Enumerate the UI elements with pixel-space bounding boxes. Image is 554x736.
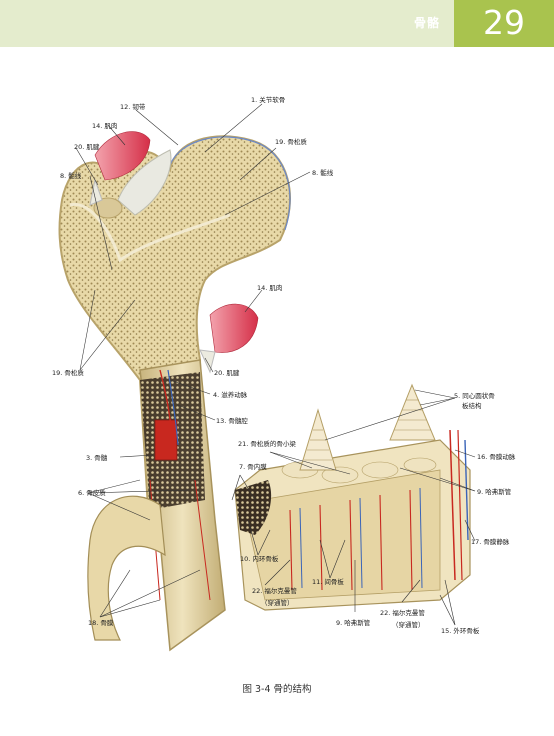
label-articular-cartilage: 1. 关节软骨 — [251, 96, 286, 104]
label-tendon-lower: 20. 肌腱 — [214, 369, 240, 377]
label-outer-circumferential-lamellae: 15. 外环骨板 — [441, 627, 480, 635]
bone-shaft — [139, 359, 226, 652]
label-volkmann-canal-right-1: 22. 福尔克曼管 — [380, 609, 425, 617]
label-volkmann-canal-left-2: （穿通管） — [261, 599, 294, 607]
periosteum-flap — [87, 495, 166, 641]
label-periosteal-artery: 16. 骨膜动脉 — [477, 453, 516, 461]
label-cortical-bone: 6. 骨皮质 — [78, 489, 106, 497]
label-haversian-canal-bottom: 9. 哈弗斯管 — [336, 619, 371, 627]
label-periosteum: 18. 骨膜 — [88, 619, 114, 627]
label-volkmann-canal-left-1: 22. 福尔克曼管 — [252, 587, 297, 595]
label-medullary-cavity: 13. 骨髓腔 — [216, 417, 248, 425]
label-epiphyseal-line-left: 8. 骺线 — [60, 172, 82, 180]
page-number-box: 29 — [454, 0, 554, 47]
label-tendon-upper: 20. 肌腱 — [74, 143, 100, 151]
figure-caption: 图 3-4 骨的结构 — [242, 684, 312, 695]
label-spongy-bone-lower: 19. 骨松质 — [52, 369, 84, 377]
label-volkmann-canal-right-2: （穿通管） — [392, 621, 425, 629]
label-trabeculae: 21. 骨松质的骨小梁 — [238, 440, 296, 448]
label-nutrient-artery: 4. 滋养动脉 — [213, 391, 248, 399]
label-muscle-lower: 14. 肌肉 — [257, 284, 283, 292]
ligament — [93, 149, 172, 219]
label-muscle-upper: 14. 肌肉 — [92, 122, 118, 130]
label-concentric-lamellae-1: 5. 同心圆状骨 — [454, 392, 495, 400]
muscle-lower — [199, 303, 259, 374]
muscle-upper — [89, 131, 151, 206]
label-concentric-lamellae-2: 板结构 — [462, 402, 482, 410]
label-ligament: 12. 韧带 — [120, 103, 146, 111]
label-endosteum: 7. 骨内膜 — [239, 463, 267, 471]
osteon-cone-right — [389, 383, 436, 441]
section-title: 骨骼 — [414, 16, 441, 30]
label-haversian-canal-right: 9. 哈弗斯管 — [477, 488, 512, 496]
osteon-cone-left — [299, 408, 337, 471]
label-inner-circumferential-lamellae: 10. 内环骨板 — [240, 555, 279, 563]
leader-lines — [75, 103, 476, 626]
label-interstitial-lamellae: 11. 间骨板 — [312, 578, 344, 586]
label-epiphyseal-line-right: 8. 骺线 — [312, 169, 334, 177]
page-number: 29 — [483, 3, 525, 42]
label-bone-marrow: 3. 骨髓 — [86, 454, 108, 462]
label-spongy-bone-upper: 19. 骨松质 — [275, 138, 307, 146]
label-periosteal-vein: 17. 骨膜静脉 — [471, 538, 510, 546]
cortical-bone-block — [234, 429, 471, 611]
